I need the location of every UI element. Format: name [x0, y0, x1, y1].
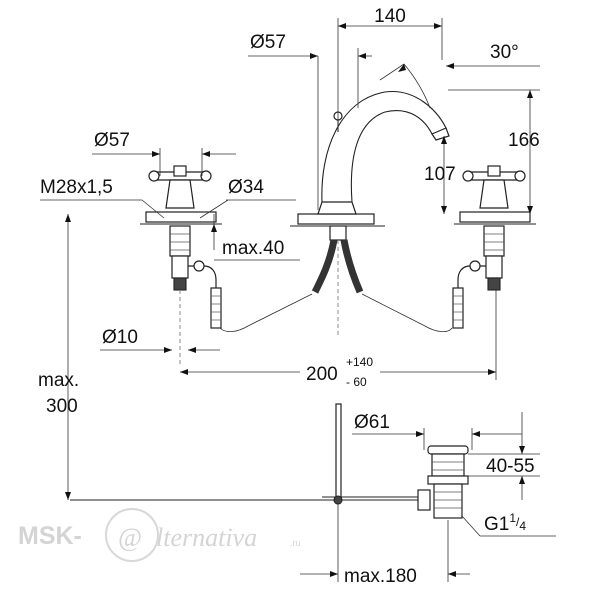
- drain-assembly: [70, 403, 469, 519]
- watermark-logo: MSK- @ lternativa .ru: [18, 508, 301, 562]
- dim-spread-minus: - 60: [346, 375, 367, 389]
- dim-spout-angle: 30°: [490, 42, 519, 63]
- dim-max-height-label: max.: [38, 370, 79, 391]
- dim-drain-diameter: Ø61: [354, 412, 390, 433]
- dim-drain-range: 40-55: [486, 456, 535, 477]
- dimension-lines: [40, 18, 556, 582]
- dim-spout-diameter: Ø57: [250, 32, 286, 53]
- watermark-brand-left: MSK-: [18, 522, 82, 550]
- dim-spread-plus: +140: [346, 355, 373, 369]
- dim-max-deck-thickness: max.40: [222, 238, 284, 259]
- dim-spout-height: 166: [508, 130, 540, 151]
- dim-hose-diameter: Ø10: [102, 327, 138, 348]
- dim-spout-width: 140: [374, 6, 406, 27]
- dim-drain-thread: G11/4: [484, 511, 526, 535]
- watermark-at-ring: [105, 508, 159, 562]
- left-valve: [140, 165, 222, 365]
- right-valve: [452, 165, 536, 329]
- spout: [219, 91, 453, 335]
- watermark-brand-suffix: .ru: [290, 538, 301, 548]
- dim-handle-diameter: Ø57: [94, 130, 130, 151]
- dim-handle-base-diameter: Ø34: [228, 177, 264, 198]
- watermark-at-glyph: @: [118, 523, 142, 552]
- dim-max-height-value: 300: [46, 396, 78, 417]
- dim-drain-max-length: max.180: [344, 566, 417, 587]
- watermark-brand-script: lternativa: [156, 523, 257, 552]
- dim-thread-size: M28x1,5: [40, 177, 113, 198]
- dim-spout-outlet-height: 107: [424, 164, 456, 185]
- dim-spread-base: 200: [306, 364, 338, 385]
